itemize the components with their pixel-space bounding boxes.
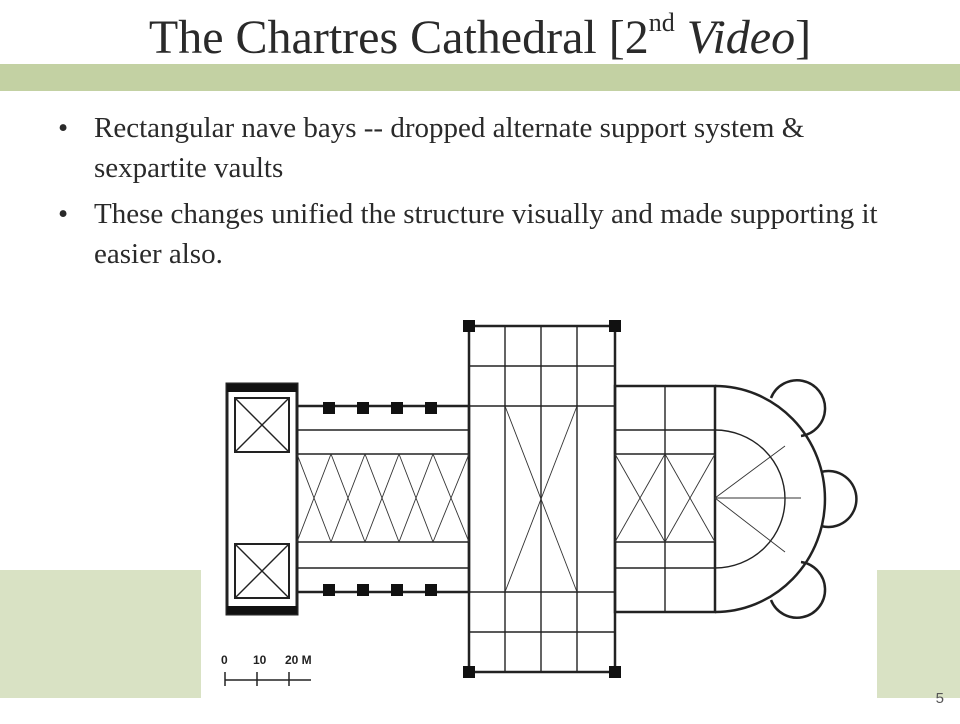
south-tower bbox=[234, 543, 290, 599]
bullet-marker: • bbox=[58, 198, 69, 230]
apse bbox=[714, 384, 827, 614]
transept bbox=[467, 324, 617, 674]
bullet-text: These changes unified the structure visu… bbox=[94, 198, 878, 270]
bullet-item: • These changes unified the structure vis… bbox=[58, 194, 878, 274]
apse-inner bbox=[714, 429, 786, 569]
header-accent-band bbox=[0, 64, 960, 91]
title-italic: Video bbox=[674, 11, 796, 64]
title-bracket: ] bbox=[795, 11, 812, 64]
slide-number: 5 bbox=[935, 690, 944, 707]
chapel-south bbox=[769, 560, 827, 619]
bullet-item: • Rectangular nave bays -- dropped altern… bbox=[58, 108, 878, 188]
scale-tick-20: 20 M bbox=[285, 653, 312, 667]
slide-title: The Chartres Cathedral [2nd Video] bbox=[0, 8, 960, 68]
chapel-east bbox=[820, 469, 858, 529]
scale-bar: 0 10 20 M bbox=[221, 653, 312, 686]
nave bbox=[295, 404, 471, 594]
north-tower bbox=[234, 397, 290, 453]
title-text: The Chartres Cathedral [2 bbox=[148, 11, 649, 64]
scale-tick-10: 10 bbox=[253, 653, 267, 667]
west-facade bbox=[225, 382, 299, 616]
bullet-text: Rectangular nave bays -- dropped alterna… bbox=[94, 112, 805, 184]
chapel-north bbox=[769, 379, 827, 438]
bullet-list: • Rectangular nave bays -- dropped altern… bbox=[58, 108, 878, 280]
title-superscript: nd bbox=[648, 8, 675, 37]
cathedral-floor-plan: 0 10 20 M bbox=[201, 286, 877, 720]
scale-tick-0: 0 bbox=[221, 653, 228, 667]
bullet-marker: • bbox=[58, 112, 69, 144]
